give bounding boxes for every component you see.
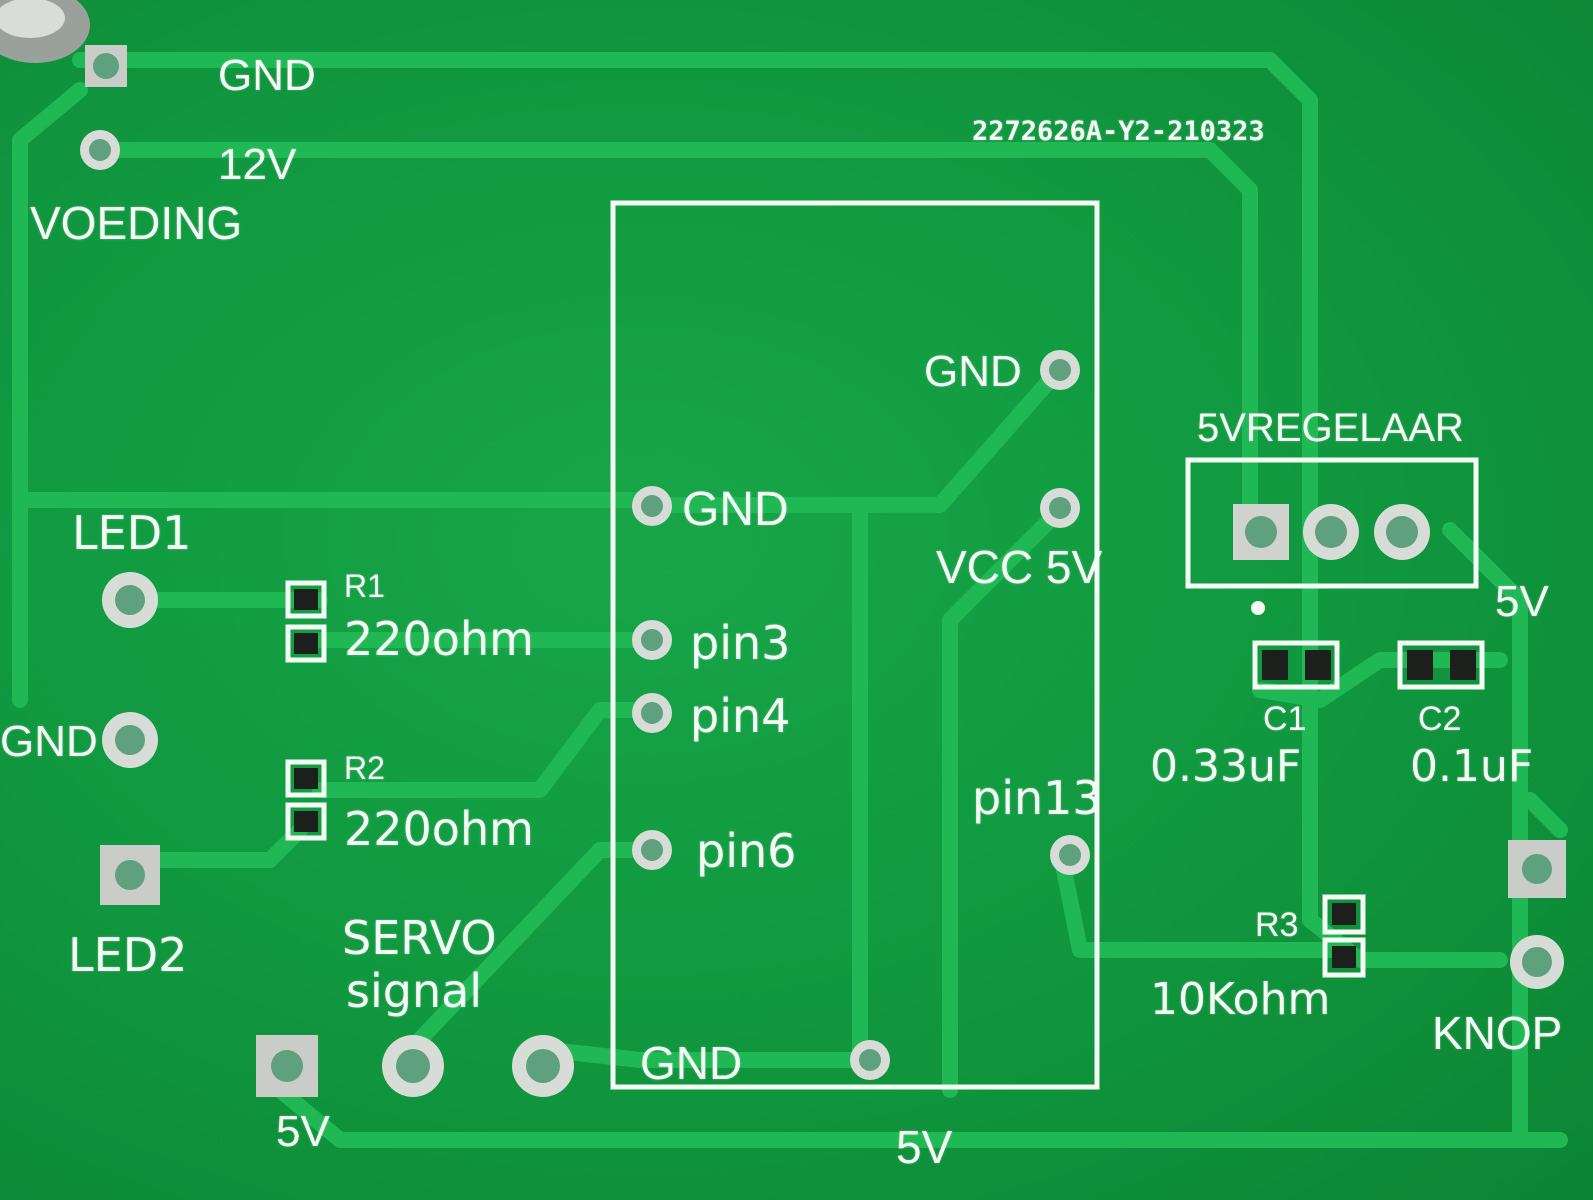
- mcu-pin3-label: pin3: [690, 616, 791, 670]
- c2-value-label: 0.1uF: [1410, 741, 1534, 792]
- r1-pad-b-outline: [285, 624, 327, 663]
- silkscreen-outlines: [285, 200, 1485, 1090]
- mcu-outline: [610, 200, 1100, 1090]
- c2-ref-label: C2: [1418, 700, 1462, 738]
- r2-ref-label: R2: [344, 750, 385, 786]
- r2-value-label: 220ohm: [344, 802, 534, 856]
- power-12v-label: 12V: [218, 140, 297, 189]
- copper-traces: [12, 52, 1568, 1148]
- through-hole-pads: [80, 45, 1566, 1097]
- knop-label: KNOP: [1432, 1007, 1563, 1059]
- mcu-pin13-label: pin13: [972, 771, 1102, 825]
- c1-ref-label: C1: [1263, 700, 1307, 738]
- led1-label: LED1: [72, 506, 192, 560]
- r3-ref-label: R3: [1255, 906, 1299, 944]
- mcu-gnd-top-label: GND: [924, 347, 1022, 396]
- r1-value-label: 220ohm: [344, 612, 534, 666]
- smd-pads: [294, 589, 1476, 968]
- mcu-gnd-left-label: GND: [682, 483, 789, 536]
- board-id-label: 2272626A-Y2-210323: [972, 116, 1265, 147]
- regulator-outline: [1185, 457, 1479, 589]
- r3-value-label: 10Kohm: [1150, 974, 1331, 1025]
- regulator-name-label: 5VREGELAAR: [1197, 406, 1464, 450]
- r2-pad-a-outline: [285, 759, 327, 798]
- regulator-pin1-dot: [1251, 601, 1265, 615]
- servo-sub-label: signal: [346, 964, 483, 1018]
- rail-5v-label: 5V: [896, 1121, 953, 1173]
- c1-outline: [1252, 640, 1340, 690]
- servo-title-label: SERVO: [342, 911, 497, 965]
- regulator-out-label: 5V: [1495, 577, 1549, 626]
- c1-value-label: 0.33uF: [1150, 741, 1302, 792]
- r3-pad-b-outline: [1322, 937, 1366, 978]
- mcu-vcc-label: VCC 5V: [936, 541, 1103, 593]
- mcu-pin6-label: pin6: [696, 824, 797, 878]
- power-gnd-label: GND: [218, 51, 316, 100]
- r3-pad-a-outline: [1322, 894, 1366, 935]
- pad-hole: [93, 53, 119, 79]
- c2-outline: [1397, 640, 1485, 690]
- led2-label: LED2: [68, 928, 188, 982]
- side-gnd-label: GND: [0, 717, 98, 766]
- mcu-gnd-bottom-label: GND: [640, 1037, 743, 1089]
- r2-pad-b-outline: [285, 802, 327, 841]
- r1-pad-a-outline: [285, 580, 327, 619]
- power-name-label: VOEDING: [30, 197, 243, 249]
- mcu-pin4-label: pin4: [690, 689, 791, 743]
- solder-highlight: [0, 0, 65, 38]
- r1-ref-label: R1: [344, 568, 385, 604]
- servo-5v-label: 5V: [276, 1107, 330, 1156]
